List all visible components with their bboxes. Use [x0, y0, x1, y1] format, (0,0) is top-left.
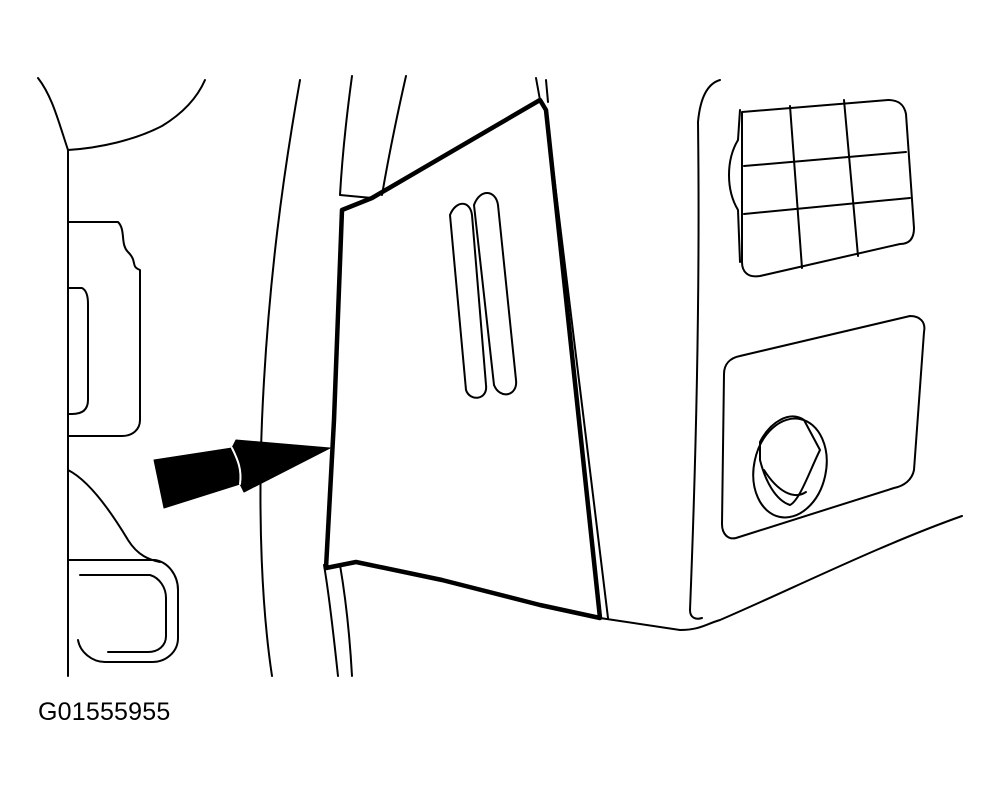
steering-column-area — [37, 77, 206, 677]
figure-id-label: G01555955 — [38, 698, 171, 726]
vent-slots — [449, 192, 518, 399]
black-arrow-icon — [153, 439, 331, 509]
headlamp-switch-bezel — [721, 315, 926, 540]
instrument-panel — [689, 79, 926, 620]
vent-grille — [728, 99, 915, 278]
headlamp-knob — [752, 417, 828, 519]
trim-panel — [323, 77, 963, 631]
a-pillar-lines — [259, 75, 407, 677]
